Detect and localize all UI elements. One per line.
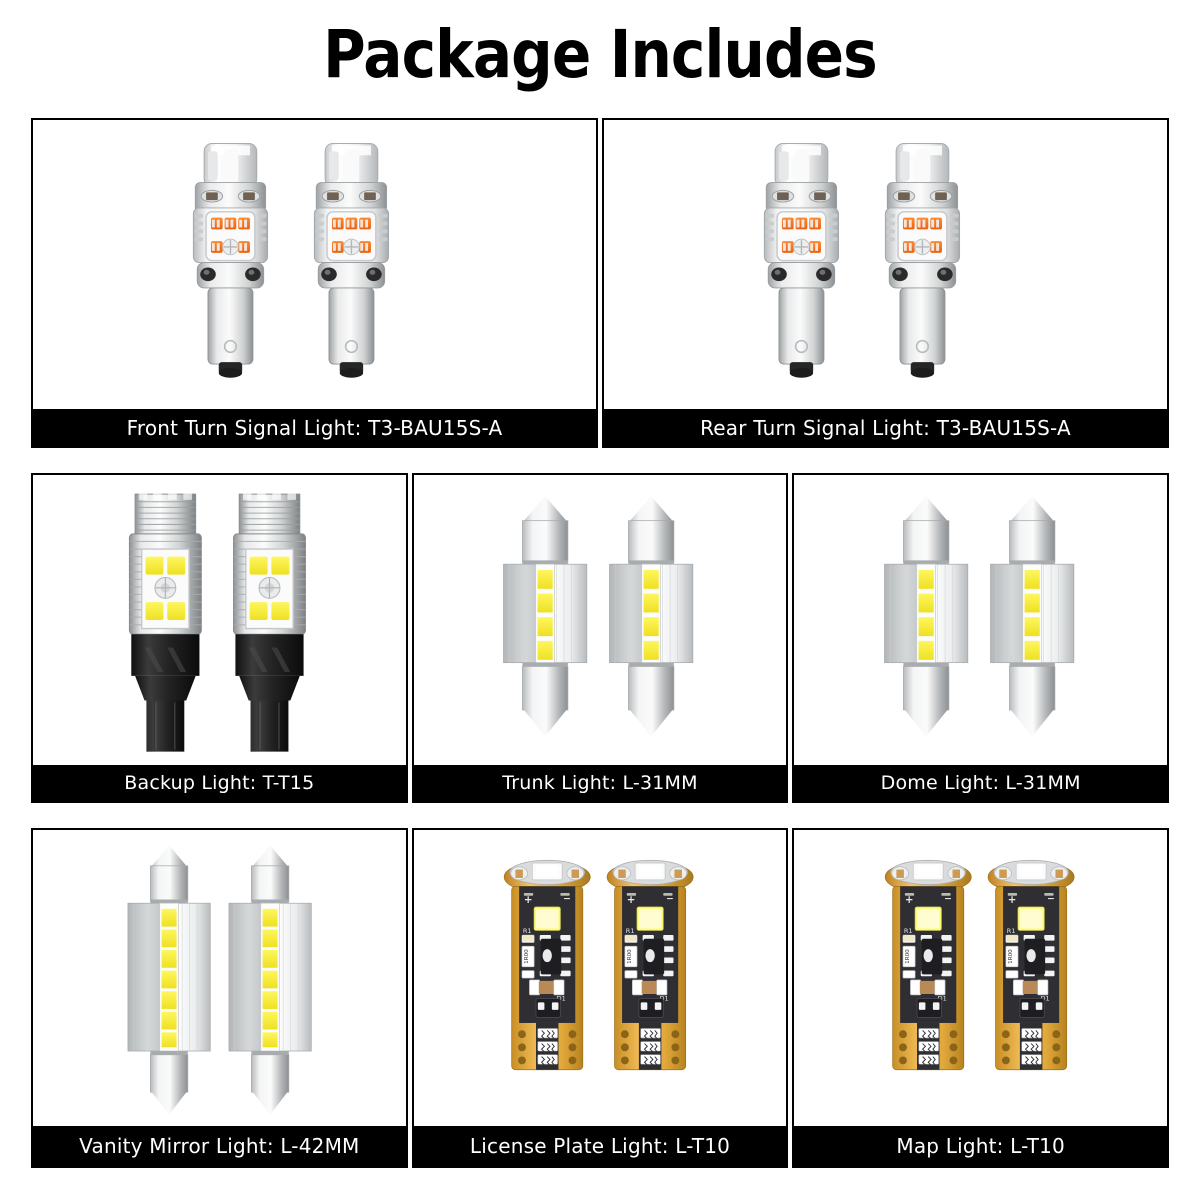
grid-row-2: Backup Light: T-T15	[31, 473, 1170, 803]
product-image-rear-turn-signal	[604, 120, 1167, 409]
product-cell-backup[interactable]: Backup Light: T-T15	[31, 473, 408, 803]
product-image-front-turn-signal	[33, 120, 596, 409]
product-cell-trunk[interactable]: Trunk Light: L-31MM	[411, 473, 789, 803]
product-image-trunk	[413, 475, 787, 765]
product-caption-front-turn-signal: Front Turn Signal Light: T3-BAU15S-A	[33, 409, 596, 446]
product-caption-backup: Backup Light: T-T15	[33, 765, 406, 801]
product-cell-front-turn-signal[interactable]: Front Turn Signal Light: T3-BAU15S-A	[31, 118, 598, 448]
product-caption-trunk: Trunk Light: L-31MM	[413, 765, 787, 801]
product-caption-vanity-mirror: Vanity Mirror Light: L-42MM	[33, 1126, 406, 1166]
product-caption-rear-turn-signal: Rear Turn Signal Light: T3-BAU15S-A	[604, 409, 1167, 446]
product-cell-map[interactable]: Map Light: L-T10	[792, 828, 1170, 1168]
page-title: Package Includes	[323, 16, 878, 93]
product-image-dome	[794, 475, 1168, 765]
product-caption-dome: Dome Light: L-31MM	[794, 765, 1168, 801]
product-cell-rear-turn-signal[interactable]: Rear Turn Signal Light: T3-BAU15S-A	[602, 118, 1169, 448]
product-caption-map: Map Light: L-T10	[794, 1126, 1168, 1166]
grid-row-1: Front Turn Signal Light: T3-BAU15S-A Rea…	[31, 118, 1169, 448]
product-grid: Front Turn Signal Light: T3-BAU15S-A Rea…	[31, 118, 1170, 1168]
product-caption-license-plate: License Plate Light: L-T10	[413, 1126, 787, 1166]
grid-row-3: Vanity Mirror Light: L-42MM	[31, 828, 1170, 1168]
product-cell-vanity-mirror[interactable]: Vanity Mirror Light: L-42MM	[31, 828, 408, 1168]
product-image-backup	[33, 475, 406, 765]
product-image-vanity-mirror	[33, 830, 406, 1126]
product-image-license-plate: + − R1 D1	[413, 830, 787, 1126]
product-cell-dome[interactable]: Dome Light: L-31MM	[792, 473, 1170, 803]
product-image-map	[794, 830, 1168, 1126]
product-cell-license-plate[interactable]: + − R1 D1	[411, 828, 789, 1168]
